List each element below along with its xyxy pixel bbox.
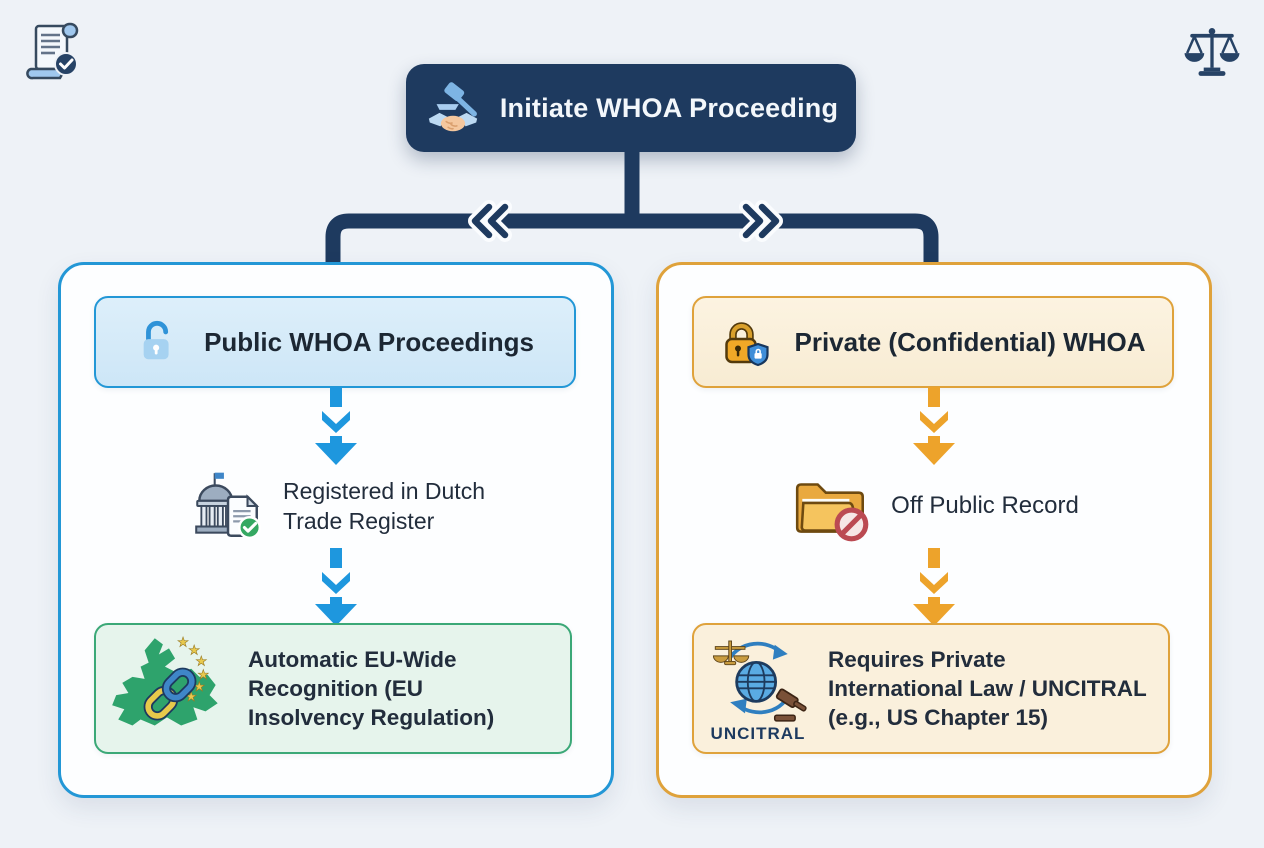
node-dutch-trade-register: Registered in Dutch Trade Register	[61, 463, 611, 549]
scroll-document-icon	[26, 22, 79, 80]
uncitral-caption: UNCITRAL	[710, 723, 806, 743]
svg-text:★: ★	[195, 654, 207, 669]
node-initiate-whoa: Initiate WHOA Proceeding	[406, 64, 856, 152]
node-off-public-record: Off Public Record	[659, 463, 1209, 549]
gavel-handshake-icon	[428, 82, 477, 132]
scales-of-justice-icon	[1184, 28, 1240, 76]
step-label: Registered in Dutch Trade Register	[283, 478, 485, 534]
chevron-right-icon	[739, 200, 783, 242]
locked-padlock-shield-icon	[725, 322, 770, 367]
uncitral-icon-block: UNCITRAL	[700, 634, 816, 744]
folder-prohibited-icon	[796, 483, 869, 542]
svg-text:★: ★	[197, 667, 209, 682]
unlocked-padlock-icon	[143, 320, 169, 360]
public-header-label: Public WHOA Proceedings	[204, 326, 534, 357]
node-private-international-law: UNCITRAL Requires Private International …	[692, 623, 1170, 754]
panel-private-whoa: Private (Confidential) WHOA Off Public R…	[656, 262, 1212, 798]
government-building-document-icon	[195, 472, 262, 540]
private-header-label: Private (Confidential) WHOA	[794, 326, 1146, 357]
outcome-label: Automatic EU-Wide Recognition (EU Insolv…	[248, 647, 495, 730]
root-label: Initiate WHOA Proceeding	[499, 92, 839, 123]
chevron-left-icon	[468, 200, 512, 242]
down-arrow-icon	[315, 387, 357, 465]
down-arrow-icon	[913, 387, 955, 465]
node-private-whoa-header: Private (Confidential) WHOA	[692, 296, 1174, 388]
down-arrow-icon	[913, 548, 955, 626]
node-public-whoa-header: Public WHOA Proceedings	[94, 296, 576, 388]
node-eu-recognition: ★★★ ★★★ Automatic EU-Wide Recognition (E…	[94, 623, 572, 754]
uncitral-scales-globe-gavel-icon	[712, 640, 807, 722]
outcome-label: Requires Private International Law / UNC…	[828, 647, 1147, 730]
down-arrow-icon	[315, 548, 357, 626]
eu-map-chain-icon: ★★★ ★★★	[112, 635, 218, 726]
step-label: Off Public Record	[891, 492, 1079, 519]
svg-text:★: ★	[188, 643, 200, 658]
panel-public-whoa: Public WHOA Proceedings	[58, 262, 614, 798]
svg-text:★: ★	[177, 635, 189, 650]
